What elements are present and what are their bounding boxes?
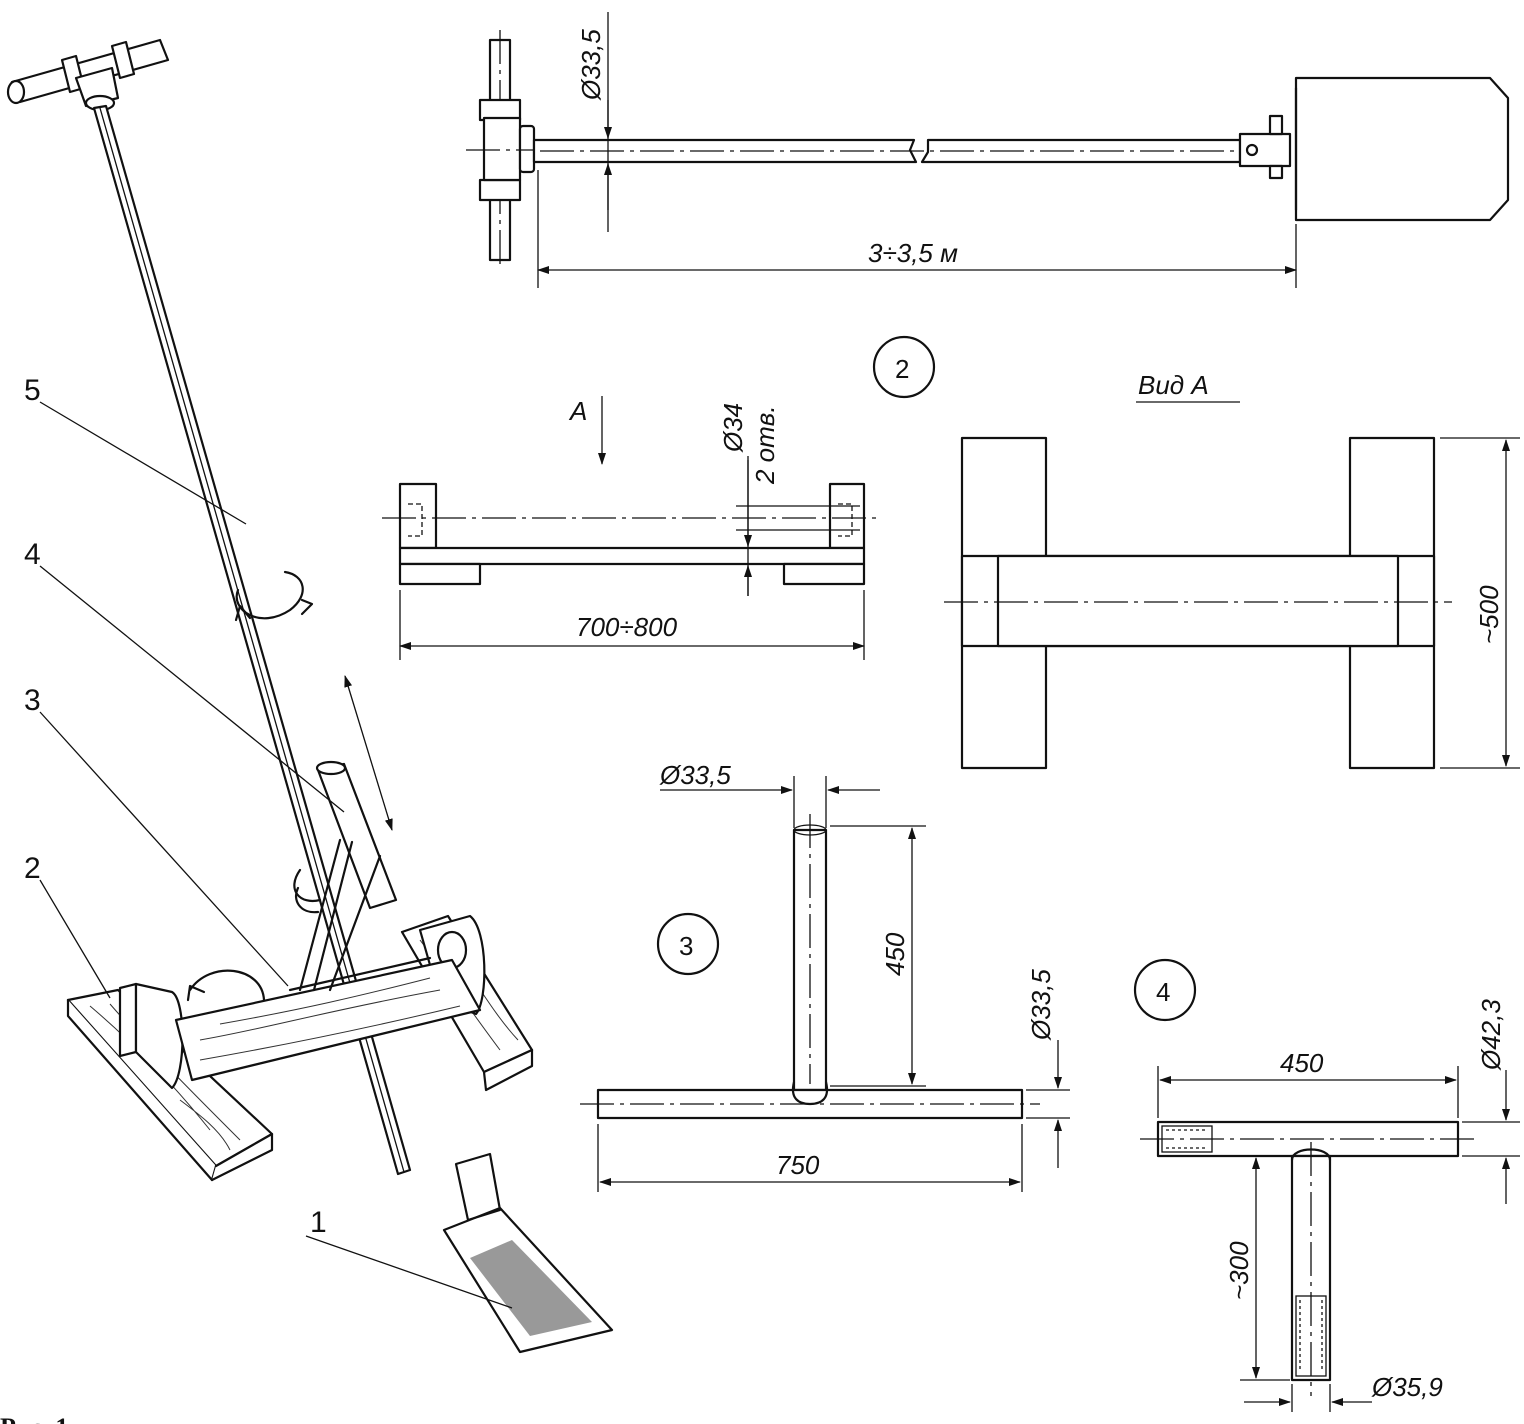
view-4-number: 4: [1156, 977, 1170, 1007]
view-3-side-diameter: Ø33,5: [1026, 969, 1056, 1041]
rotation-arrow-middle: [293, 868, 322, 914]
view-4: 4 450 Ø42,3 ~300 Ø35,9: [1133, 958, 1520, 1412]
view-a-title: Вид А: [1138, 370, 1209, 400]
view-a: Вид А ~500: [944, 370, 1520, 770]
view-4-height: ~300: [1224, 1241, 1254, 1300]
view-2-width: 700÷800: [576, 612, 678, 642]
view-4-width: 450: [1280, 1048, 1324, 1078]
view-3: 3 Ø33,5 450 Ø33,5 750: [580, 760, 1070, 1192]
view-3-height: 450: [880, 932, 910, 976]
label-part-5: 5: [24, 374, 41, 407]
view-2-arrow-letter: A: [568, 396, 587, 426]
view-4-diameter-bottom: Ø35,9: [1371, 1372, 1443, 1402]
top-length-label: 3÷3,5 м: [868, 238, 958, 268]
isometric-sketch: 5 4 3 2 1: [6, 38, 614, 1354]
slide-arrow: [344, 675, 393, 831]
label-part-3: 3: [24, 684, 41, 717]
t-handle: [6, 38, 170, 112]
spade-1: [442, 1152, 614, 1354]
stand-2-3: [66, 838, 534, 1182]
view-3-top-diameter: Ø33,5: [659, 760, 731, 790]
view-2-number: 2: [895, 354, 909, 384]
view-3-number: 3: [679, 931, 693, 961]
label-part-1: 1: [310, 1206, 327, 1239]
label-part-2: 2: [24, 852, 41, 885]
view-a-height: ~500: [1474, 585, 1504, 644]
view-2-hole-count: 2 отв.: [750, 405, 780, 485]
top-view: Ø33,5 3÷3,5 м: [466, 12, 1510, 288]
view-3-width: 750: [776, 1150, 820, 1180]
view-4-diameter-top: Ø42,3: [1476, 999, 1506, 1071]
label-part-4: 4: [24, 538, 41, 571]
caption-fragment: Рис. 1: [0, 1413, 68, 1424]
top-diameter-label: Ø33,5: [576, 29, 606, 101]
view-2-hole-diameter: Ø34: [718, 403, 748, 453]
view-2: 2 A Ø34 2 отв. 700÷800: [382, 335, 936, 660]
